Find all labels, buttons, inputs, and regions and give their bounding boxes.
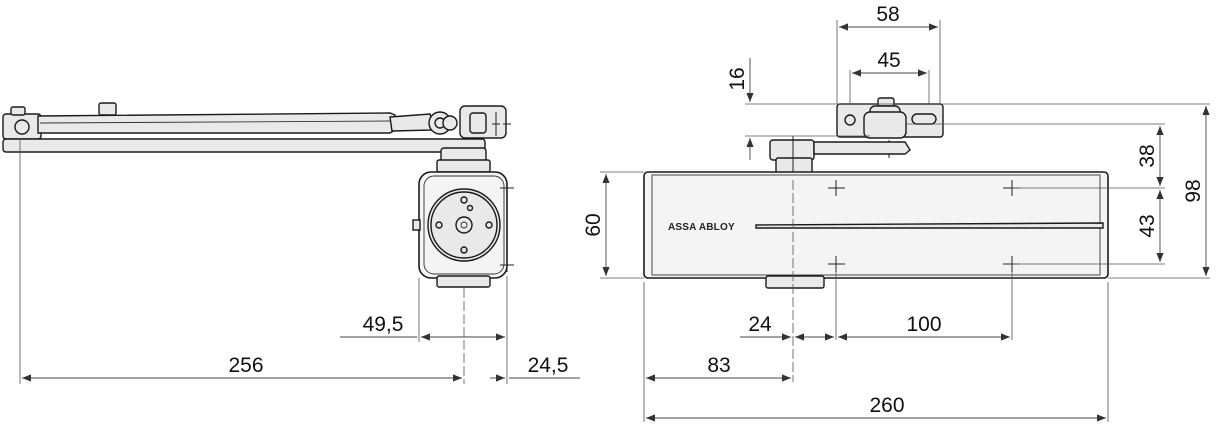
side-view: 256 24,5 49,5 xyxy=(2,102,580,384)
dimension-60: 60 xyxy=(582,213,605,236)
front-view-pinion xyxy=(769,136,911,180)
dimension-260: 260 xyxy=(869,394,904,417)
dimension-24-5: 24,5 xyxy=(528,354,569,377)
dimension-100: 100 xyxy=(906,313,941,336)
side-view-body-end xyxy=(412,147,514,288)
brand-label: ASSA ABLOY xyxy=(668,222,735,233)
dimension-24: 24 xyxy=(748,313,772,336)
front-view-bracket xyxy=(836,97,944,158)
dimension-83: 83 xyxy=(707,354,730,377)
dimension-38: 38 xyxy=(1136,144,1159,167)
dimension-43: 43 xyxy=(1136,214,1159,237)
front-view-closer-body: ASSA ABLOY xyxy=(643,171,1109,289)
dimension-58: 58 xyxy=(876,3,899,26)
dimension-16: 16 xyxy=(726,67,749,90)
dimension-98: 98 xyxy=(1182,179,1205,202)
dimension-256: 256 xyxy=(228,354,263,377)
dimension-49-5: 49,5 xyxy=(363,313,404,336)
side-view-arm xyxy=(2,102,514,153)
front-view: ASSA ABLOY 58 45 xyxy=(582,3,1210,422)
dimension-45: 45 xyxy=(877,49,900,72)
